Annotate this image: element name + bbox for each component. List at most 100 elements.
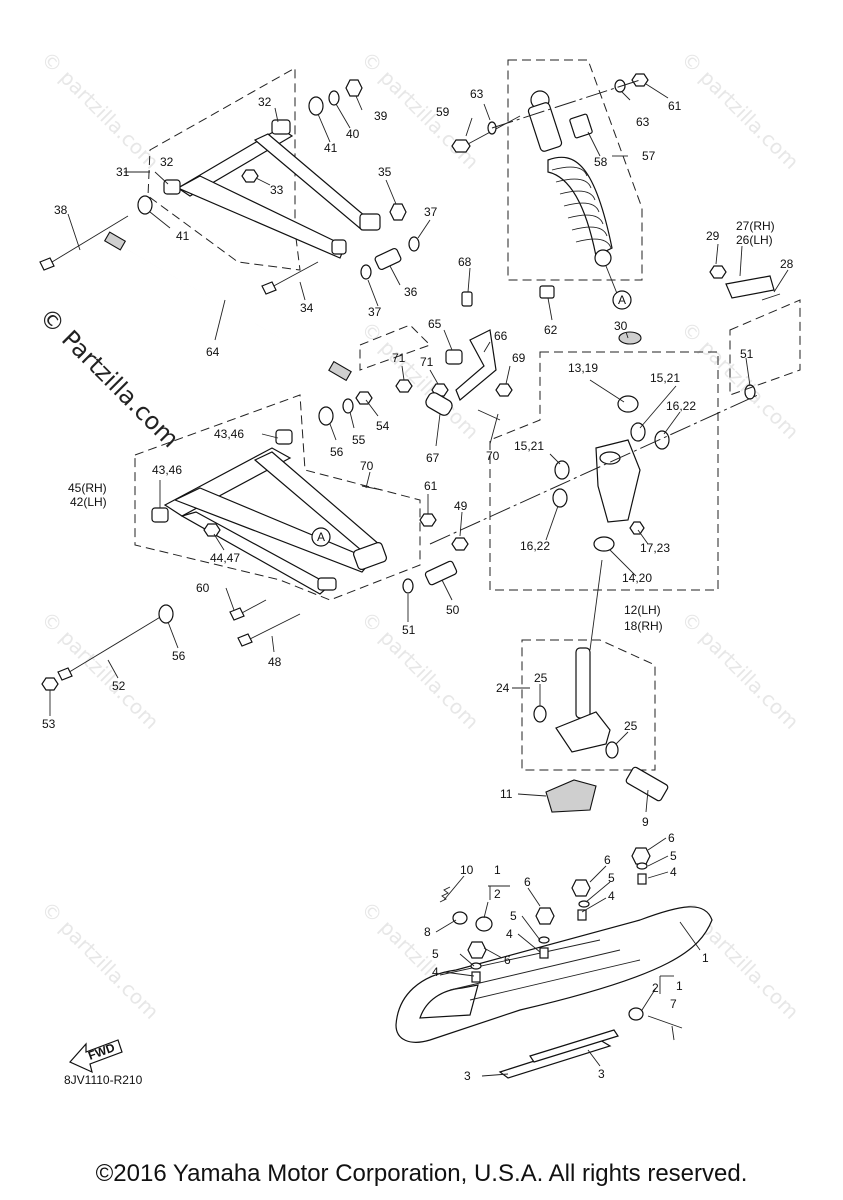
upper-arm [163, 119, 381, 259]
callout: 39 [374, 109, 388, 123]
callout: 37 [368, 305, 382, 319]
callout: 2 [494, 887, 501, 901]
callout: 53 [42, 717, 56, 731]
callout: 1 [494, 863, 501, 877]
callout: 37 [424, 205, 438, 219]
callout: 9 [642, 815, 649, 829]
callout: 16,22 [520, 539, 550, 553]
callout: 30 [614, 319, 628, 333]
callout: 18(RH) [624, 619, 663, 633]
callout: 31 [116, 165, 130, 179]
spindle-axis [589, 559, 603, 651]
callout: 1 [702, 951, 709, 965]
callout: 41 [324, 141, 338, 155]
callout: 68 [458, 255, 472, 269]
callout: 49 [454, 499, 468, 513]
callout: 1 [676, 979, 683, 993]
callout: 28 [780, 257, 794, 271]
callout: 55 [352, 433, 366, 447]
callout: 26(LH) [736, 233, 773, 247]
callout: 62 [544, 323, 558, 337]
watermark-tile: © partzilla.com [676, 47, 803, 174]
callout: 66 [494, 329, 508, 343]
callout: 61 [424, 479, 438, 493]
callout: 4 [608, 889, 615, 903]
knuckle-group-box [489, 351, 719, 591]
callout: 51 [740, 347, 754, 361]
callout: 45(RH) [68, 481, 107, 495]
callout: 11 [500, 787, 513, 801]
steering-arm [709, 265, 781, 301]
spindle-group-box [521, 639, 656, 771]
callout: 34 [300, 301, 314, 315]
callout: 6 [504, 953, 511, 967]
callout: 14,20 [622, 571, 652, 585]
callout: 32 [258, 95, 272, 109]
callout: 6 [604, 853, 611, 867]
callout: 36 [404, 285, 418, 299]
callout: 6 [524, 875, 531, 889]
callout: 3 [464, 1069, 471, 1083]
steering-arm-box [729, 299, 801, 396]
ski-spindle [533, 647, 669, 813]
callout: 71 [420, 355, 434, 369]
callout: 70 [360, 459, 374, 473]
callout: 6 [668, 831, 675, 845]
callout: 61 [668, 99, 682, 113]
watermark-tiles: © partzilla.com © partzilla.com © partzi… [36, 47, 803, 1024]
callout: 29 [706, 229, 720, 243]
callout: 56 [330, 445, 344, 459]
watermark-tile: © partzilla.com [36, 607, 163, 734]
reference-marker-a-top: A [612, 290, 632, 310]
callout: 42(LH) [70, 495, 107, 509]
callout: 44,47 [210, 551, 240, 565]
reference-label: A [618, 293, 626, 307]
upper-arm-hardware [39, 79, 420, 295]
callout: 38 [54, 203, 68, 217]
callout: 5 [432, 947, 439, 961]
callout: 16,22 [666, 399, 696, 413]
callout: 5 [510, 909, 517, 923]
steering-knuckle [552, 331, 756, 552]
callout: 50 [446, 603, 460, 617]
callout: 32 [160, 155, 174, 169]
callout: 67 [426, 451, 440, 465]
tie-rod [103, 231, 352, 382]
callout: 54 [376, 419, 390, 433]
callout: 48 [268, 655, 282, 669]
leader-lines [49, 83, 789, 1077]
callout: 24 [496, 681, 510, 695]
callout: 65 [428, 317, 442, 331]
knuckle-axis [429, 393, 761, 545]
watermark-tile: © partzilla.com [676, 317, 803, 444]
callout: 71 [392, 351, 406, 365]
callout: 5 [670, 849, 677, 863]
callout: 12(LH) [624, 603, 661, 617]
shock-group-box [507, 59, 643, 281]
callout: 3 [598, 1067, 605, 1081]
callout: 43,46 [152, 463, 182, 477]
copyright-notice: ©2016 Yamaha Motor Corporation, U.S.A. A… [95, 1160, 748, 1187]
reference-label: A [317, 530, 325, 544]
watermark-tile: © partzilla.com [36, 47, 163, 174]
callout: 60 [196, 581, 210, 595]
callout: 4 [670, 865, 677, 879]
callout: 10 [460, 863, 474, 877]
callout: 57 [642, 149, 656, 163]
reference-marker-a-bottom: A [311, 527, 331, 547]
callout: 13,19 [568, 361, 598, 375]
ski [395, 847, 713, 1079]
callout: 15,21 [514, 439, 544, 453]
callout: 4 [432, 965, 439, 979]
watermark-tile: © partzilla.com [676, 607, 803, 734]
callout: 7 [670, 997, 677, 1011]
diagram-code: 8JV1110-R210 [64, 1073, 143, 1087]
callout: 33 [270, 183, 284, 197]
callout: 58 [594, 155, 608, 169]
callout: 59 [436, 105, 450, 119]
callout: 27(RH) [736, 219, 775, 233]
callout: 25 [534, 671, 548, 685]
callout: 69 [512, 351, 526, 365]
lower-arm-group-box [134, 394, 421, 601]
